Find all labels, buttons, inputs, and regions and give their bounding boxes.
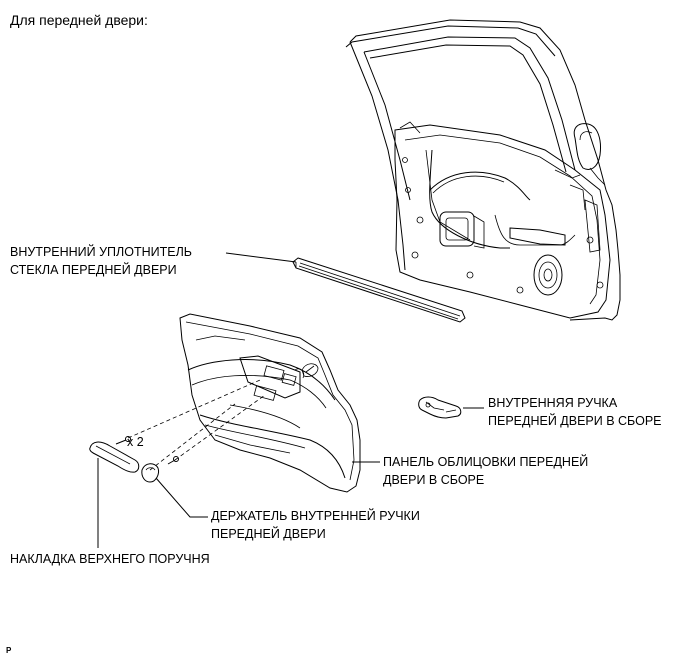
door-trim-panel bbox=[179, 313, 361, 493]
door-frame bbox=[345, 19, 621, 321]
armrest-upper-cover bbox=[89, 441, 140, 473]
corner-mark: P bbox=[6, 646, 12, 655]
label-trim-panel-line2: ДВЕРИ В СБОРЕ bbox=[383, 473, 485, 487]
screw-icon bbox=[167, 456, 179, 465]
label-armrest-cover: НАКЛАДКА ВЕРХНЕГО ПОРУЧНЯ bbox=[10, 552, 210, 566]
assembly-line-screw-1 bbox=[127, 379, 261, 439]
assembly-line-holder bbox=[149, 403, 236, 471]
label-trim-panel-line1: ПАНЕЛЬ ОБЛИЦОВКИ ПЕРЕДНЕЙ bbox=[383, 455, 589, 469]
leader-handle-holder bbox=[155, 477, 208, 518]
inside-handle-holder bbox=[141, 463, 159, 483]
label-inner-handle-line1: ВНУТРЕННЯЯ РУЧКА bbox=[488, 396, 618, 410]
label-glass-seal-line1: ВНУТРЕННИЙ УПЛОТНИТЕЛЬ bbox=[10, 245, 192, 259]
label-inner-handle-line2: ПЕРЕДНЕЙ ДВЕРИ В СБОРЕ bbox=[488, 414, 662, 428]
page-title: Для передней двери: bbox=[10, 12, 148, 28]
label-handle-holder-line1: ДЕРЖАТЕЛЬ ВНУТРЕННЕЙ РУЧКИ bbox=[211, 509, 420, 523]
label-glass-seal-line2: СТЕКЛА ПЕРЕДНЕЙ ДВЕРИ bbox=[10, 263, 177, 277]
assembly-line-screw-2 bbox=[174, 394, 266, 461]
leader-glass-seal bbox=[225, 252, 297, 263]
screw-icon bbox=[115, 436, 131, 445]
label-screw-quantity: x 2 bbox=[127, 435, 144, 449]
inside-handle-assembly bbox=[418, 396, 462, 419]
label-handle-holder-line2: ПЕРЕДНЕЙ ДВЕРИ bbox=[211, 527, 326, 541]
glass-inner-weatherstrip bbox=[292, 257, 466, 323]
